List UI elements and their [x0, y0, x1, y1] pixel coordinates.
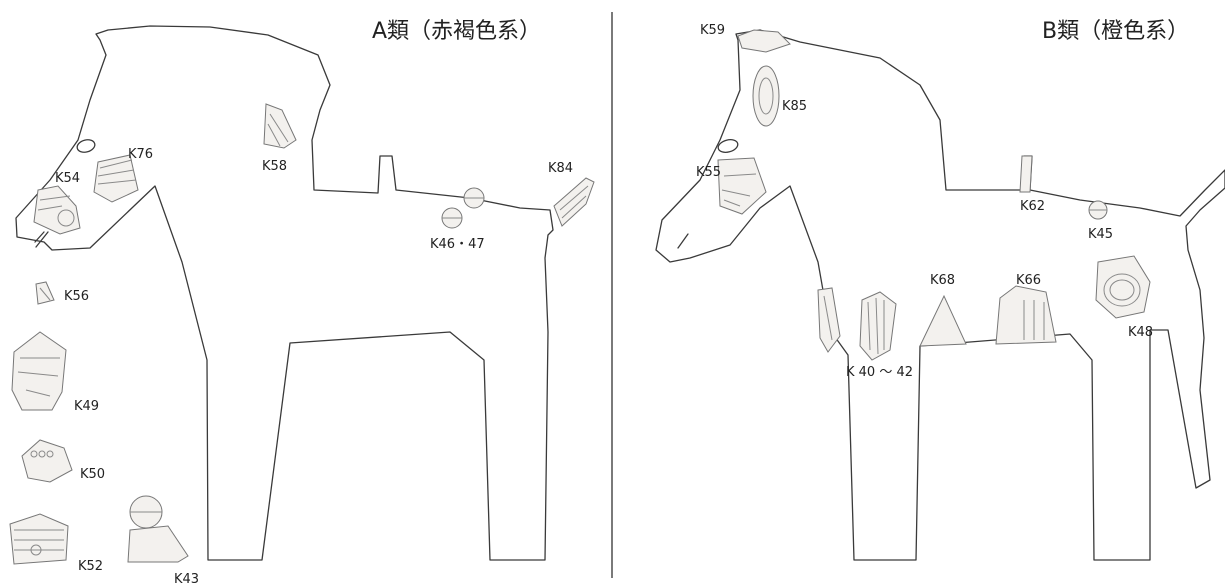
label-k56: K56	[64, 289, 89, 304]
label-k55: K55	[696, 165, 721, 180]
label-k48: K48	[1128, 325, 1153, 340]
frag-k84	[553, 177, 595, 227]
frag-k54	[33, 185, 81, 235]
panel-b-mouth-line	[677, 233, 689, 249]
panel-b-eye	[717, 139, 739, 153]
label-k45: K45	[1088, 227, 1113, 242]
panel-a-horse-outline	[15, 25, 554, 561]
label-k68: K68	[930, 273, 955, 288]
frag-k49	[11, 331, 67, 411]
label-k49: K49	[74, 399, 99, 414]
frag-k68	[919, 294, 967, 347]
panel-a-mouth-line	[34, 231, 49, 248]
label-k40-42: K 40 ～ 42	[846, 365, 913, 380]
label-k58: K58	[262, 159, 287, 174]
label-k54: K54	[55, 171, 80, 186]
frag-k85	[752, 65, 780, 127]
panel-a: A類（赤褐色系） K54 K76 K58 K84	[9, 19, 595, 586]
label-k59: K59	[700, 23, 725, 38]
frag-k48	[1095, 255, 1151, 319]
frag-k46-47	[441, 187, 485, 229]
frag-k45	[1088, 200, 1108, 220]
label-k85: K85	[782, 99, 807, 114]
frag-k56	[35, 281, 55, 305]
label-k43: K43	[174, 572, 199, 586]
label-k76: K76	[128, 147, 153, 162]
label-k50: K50	[80, 467, 105, 482]
label-k52: K52	[78, 559, 103, 574]
frag-k40-42	[817, 287, 897, 361]
label-k46-47: K46・47	[430, 237, 485, 252]
frag-k58	[263, 103, 297, 149]
frag-k43	[127, 495, 189, 563]
panel-a-title: A類（赤褐色系）	[372, 19, 541, 44]
label-k62: K62	[1020, 199, 1045, 214]
panel-a-eye	[76, 139, 96, 153]
label-k84: K84	[548, 161, 573, 176]
frag-k55	[717, 157, 767, 215]
frag-k52	[9, 513, 69, 565]
label-k66: K66	[1016, 273, 1041, 288]
frag-k59	[737, 29, 791, 53]
frag-k62	[1019, 155, 1033, 193]
panel-b-title: B類（橙色系）	[1042, 19, 1189, 44]
frag-k66	[995, 285, 1057, 345]
panel-b: B類（橙色系） K59 K85 K55 K62 K45	[655, 19, 1225, 561]
frag-k76	[93, 154, 139, 203]
frag-k50	[21, 439, 73, 483]
